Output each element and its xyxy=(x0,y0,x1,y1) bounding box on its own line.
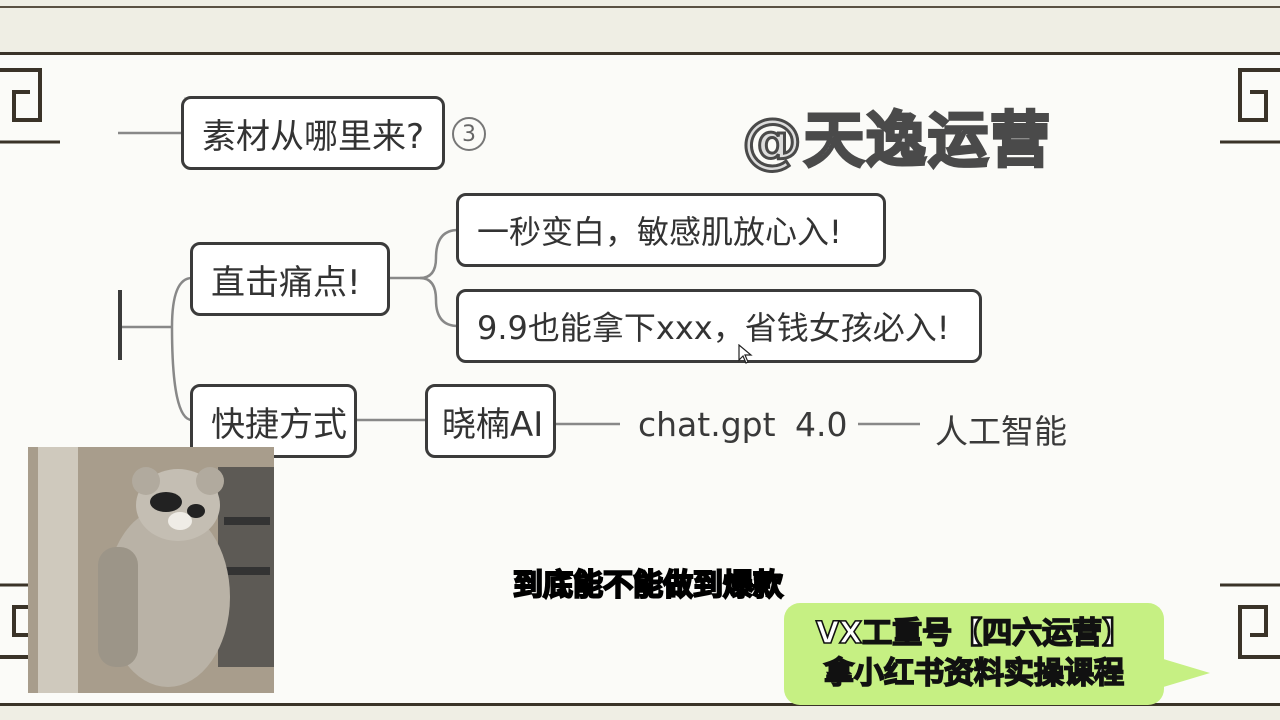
pain-item-label: 9.9也能拿下xxx，省钱女孩必入! xyxy=(477,309,950,347)
promo-line-2: 拿小红书资料实操课程 xyxy=(823,655,1125,692)
frame-top-line xyxy=(0,6,1280,8)
corner-ornament-icon xyxy=(1220,68,1280,144)
promo-line-1: VX工重号【四六运营】 xyxy=(815,615,1133,652)
branch-shortcut-label: 快捷方式 xyxy=(211,404,347,445)
cropped-header: …… xyxy=(182,84,218,98)
tool-chat-label[interactable]: chat.gpt xyxy=(638,405,776,444)
collapsed-count-badge[interactable]: 3 xyxy=(452,117,486,151)
source-node-label: 素材从哪里来? xyxy=(202,116,425,157)
frame-bottom xyxy=(0,703,1280,720)
branch-pain-points-label: 直击痛点! xyxy=(211,262,361,303)
corner-ornament-icon xyxy=(1220,583,1280,659)
video-subtitle: 到底能不能做到爆款 xyxy=(512,567,784,604)
mouse-cursor-icon xyxy=(738,344,753,364)
tool-node[interactable]: 晓楠AI xyxy=(425,384,556,458)
pain-item-node[interactable]: 一秒变白，敏感肌放心入! xyxy=(456,193,886,267)
pain-item-node[interactable]: 9.9也能拿下xxx，省钱女孩必入! xyxy=(456,289,982,363)
promo-bubble: VX工重号【四六运营】 拿小红书资料实操课程 xyxy=(784,603,1164,705)
webcam-video xyxy=(28,447,274,693)
tool-node-label: 晓楠AI xyxy=(442,404,544,445)
webcam-person-image-icon xyxy=(28,447,274,693)
tool-version-label[interactable]: 4.0 xyxy=(795,405,848,444)
corner-ornament-icon xyxy=(0,68,60,144)
branch-pain-points[interactable]: 直击痛点! xyxy=(190,242,390,316)
source-node[interactable]: 素材从哪里来? xyxy=(181,96,445,170)
branch-shortcut[interactable]: 快捷方式 xyxy=(190,384,357,458)
frame-top xyxy=(0,0,1280,55)
tool-ai-label[interactable]: 人工智能 xyxy=(935,412,1067,451)
pain-item-label: 一秒变白，敏感肌放心入! xyxy=(477,213,842,251)
watermark: @天逸运营 xyxy=(741,105,1052,178)
